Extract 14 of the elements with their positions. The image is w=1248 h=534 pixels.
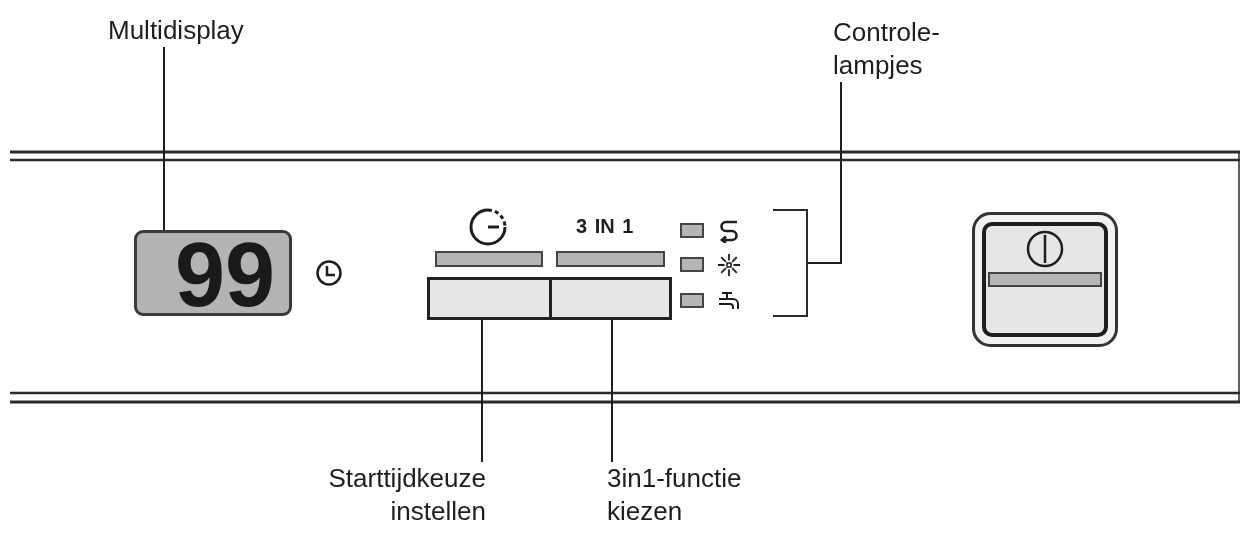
leader-line	[163, 46, 165, 231]
leader-line	[481, 319, 483, 463]
display-digits: 99	[174, 235, 275, 315]
panel-label: 3 IN 1	[576, 215, 634, 237]
callout-text: Multidisplay	[108, 14, 244, 47]
bracket	[773, 209, 808, 317]
lcd-display	[134, 230, 292, 316]
callout-text: 3in1-functie kiezen	[607, 462, 782, 528]
callout-text: Controle- lampjes	[833, 16, 973, 82]
leader-line	[611, 319, 613, 463]
push-button	[427, 277, 552, 320]
push-button	[549, 277, 672, 320]
callout-text: Starttijdkeuze instellen	[290, 462, 486, 528]
leader-line	[806, 81, 842, 264]
